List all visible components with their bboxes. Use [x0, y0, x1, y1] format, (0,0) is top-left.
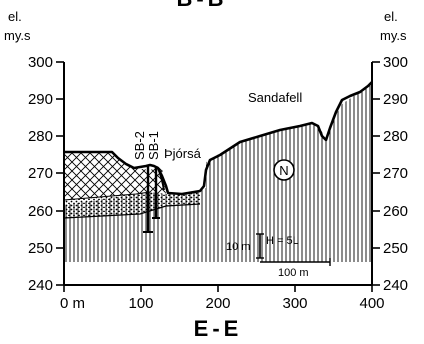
left-unit-line1: el. [8, 9, 22, 24]
right-tick-label-240: 240 [383, 277, 408, 294]
x-tick-label-300: 300 [282, 295, 307, 312]
left-unit-line2: my.s [4, 28, 31, 43]
left-tick-label-270: 270 [28, 165, 53, 182]
bottom-section-title: E-E [194, 316, 243, 341]
borehole-label-sb2: SB-2 [132, 131, 147, 160]
left-tick-label-250: 250 [28, 240, 53, 257]
right-tick-label-270: 270 [383, 165, 408, 182]
right-tick-label-280: 280 [383, 128, 408, 145]
unit-symbol-n-text: N [279, 163, 288, 178]
sediment-fill-crosshatch [64, 152, 166, 200]
left-y-ticks [56, 61, 64, 286]
left-tick-label-300: 300 [28, 54, 53, 71]
right-tick-label-250: 250 [383, 240, 408, 257]
x-tick-label-100: 100 [128, 295, 153, 312]
x-tick-label-400: 400 [359, 295, 384, 312]
scale-bar: 10 m H = 5L 100 m [226, 233, 331, 279]
borehole-sb1 [152, 166, 160, 219]
layer-boundary-lower [63, 203, 201, 219]
x-tick-label-200: 200 [205, 295, 230, 312]
top-section-title: B-B [176, 0, 227, 11]
left-tick-label-290: 290 [28, 91, 53, 108]
x-ticks [63, 285, 373, 292]
borehole-sb2 [143, 166, 153, 233]
borehole-label-sb1: SB-1 [146, 131, 161, 160]
gravel-layer-dotted [64, 191, 200, 218]
scale-vertical-label: 10 m [226, 241, 250, 253]
scale-ratio-label: H = 5L [266, 235, 299, 247]
river-channel [157, 167, 165, 191]
ground-surface-profile [64, 81, 373, 196]
unit-symbol-n: N [273, 159, 295, 181]
label-pjorsa: Þjórsá [164, 146, 202, 161]
label-sandafell: Sandafell [248, 90, 302, 105]
left-tick-label-280: 280 [28, 128, 53, 145]
right-unit-line2: my.s [380, 28, 407, 43]
layer-boundary-upper [63, 191, 151, 201]
x-tick-label-0: 0 m [60, 295, 85, 312]
scale-horizontal-label: 100 m [278, 267, 309, 279]
left-tick-label-240: 240 [28, 277, 53, 294]
right-tick-label-290: 290 [383, 91, 408, 108]
right-unit-line1: el. [384, 9, 398, 24]
right-tick-label-260: 260 [383, 203, 408, 220]
right-y-ticks [372, 61, 380, 286]
right-tick-label-300: 300 [383, 54, 408, 71]
left-tick-label-260: 260 [28, 203, 53, 220]
